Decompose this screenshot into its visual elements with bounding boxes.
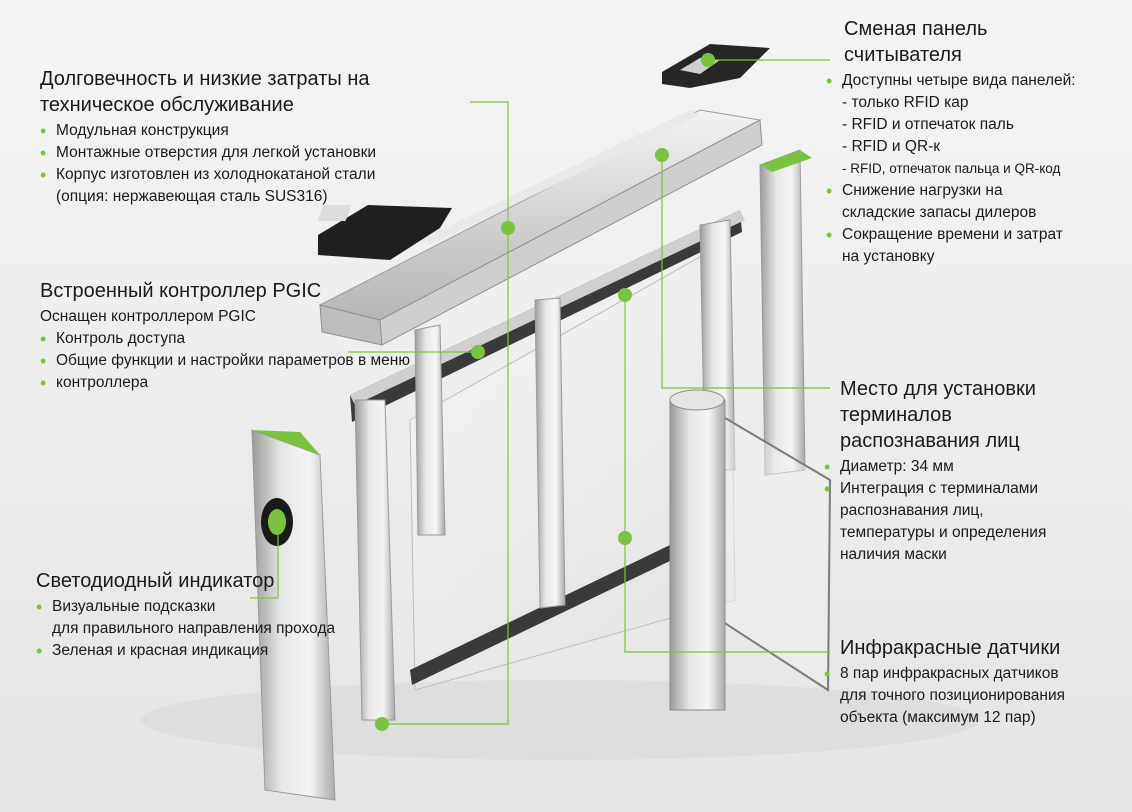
- callout-reader-list: Доступны четыре вида панелей: - только R…: [826, 70, 1076, 268]
- list-item: объекта (максимум 12 пар): [840, 709, 1036, 726]
- top-lid: [318, 109, 763, 346]
- marker-dots: [271, 53, 715, 731]
- callout-controller-title: Встроенный контроллер PGIC: [40, 280, 322, 302]
- callout-reader: Сменая панель считывателя Доступны четыр…: [826, 16, 1076, 268]
- list-item: наличия маски: [840, 546, 947, 563]
- callout-led: Светодиодный индикатор Визуальные подска…: [36, 568, 335, 662]
- callout-controller: Встроенный контроллер PGIC Оснащен контр…: [40, 278, 410, 394]
- list-item: Диаметр: 34 мм: [824, 456, 1046, 478]
- list-item: для точного позиционирования: [840, 687, 1065, 704]
- list-item: Снижение нагрузки на: [826, 180, 1076, 202]
- list-item: распознавания лиц,: [840, 502, 984, 519]
- list-item: - только RFID кар: [842, 94, 969, 111]
- leader-infrared: [624, 295, 830, 653]
- list-item: для правильного направления прохода: [52, 620, 336, 637]
- list-item: Зеленая и красная индикация: [36, 640, 335, 662]
- callout-reader-title: Сменая панель считывателя: [844, 18, 988, 66]
- wing-gate: [669, 389, 832, 711]
- dot-lid: [501, 221, 515, 235]
- list-item: температуры и определения: [840, 524, 1047, 541]
- list-item: - RFID и отпечаток паль: [842, 116, 1014, 133]
- dot-frame-bottom: [618, 531, 632, 545]
- reader-panel-on-lid: [317, 205, 452, 260]
- list-item: Монтажные отверстия для легкой установки: [40, 142, 376, 164]
- leader-durability: [382, 101, 509, 725]
- callout-infrared: Инфракрасные датчики 8 пар инфракрасных …: [824, 635, 1065, 729]
- callout-durability-title: Долговечность и низкие затраты на технич…: [40, 68, 370, 116]
- callout-infrared-title: Инфракрасные датчики: [840, 637, 1061, 659]
- list-item: Корпус изготовлен из холоднокатаной стал…: [40, 164, 376, 186]
- list-item: (опция: нержавеющая сталь SUS316): [56, 188, 328, 205]
- callout-durability-list: Модульная конструкция Монтажные отверсти…: [40, 120, 376, 208]
- callout-face: Место для установки терминалов распознав…: [824, 376, 1046, 566]
- list-item: Модульная конструкция: [40, 120, 376, 142]
- list-item: Интеграция с терминалами: [824, 478, 1046, 500]
- list-item: Оснащен контроллером PGIC: [40, 308, 256, 325]
- reader-panel-exploded: [662, 44, 770, 88]
- callout-face-title: Место для установки терминалов распознав…: [840, 378, 1036, 452]
- list-item: складские запасы дилеров: [842, 204, 1037, 221]
- list-item: - RFID, отпечаток пальца и QR-код: [842, 161, 1061, 176]
- list-item: Сокращение времени и затрат: [826, 224, 1076, 246]
- right-column: [759, 149, 812, 476]
- leader-reader-lid: [661, 155, 830, 389]
- list-item: контроллера: [40, 372, 410, 394]
- callout-controller-list: Оснащен контроллером PGIC Контроль досту…: [40, 306, 410, 394]
- list-item: Визуальные подсказки: [36, 596, 335, 618]
- dot-base: [375, 717, 389, 731]
- list-item: на установку: [842, 248, 935, 265]
- list-item: 8 пар инфракрасных датчиков: [824, 663, 1065, 685]
- dot-frame-top: [618, 288, 632, 302]
- list-item: Доступны четыре вида панелей:: [826, 70, 1076, 92]
- list-item: - RFID и QR-к: [842, 138, 941, 155]
- callout-durability: Долговечность и низкие затраты на технич…: [40, 66, 376, 208]
- callout-led-list: Визуальные подсказки для правильного нап…: [36, 596, 335, 662]
- list-item: Общие функции и настройки параметров в м…: [40, 350, 410, 372]
- list-item: Контроль доступа: [40, 328, 410, 350]
- callout-infrared-list: 8 пар инфракрасных датчиков для точного …: [824, 663, 1065, 729]
- dot-led: [271, 515, 285, 529]
- floor-shadow: [140, 680, 980, 760]
- dot-reader-panel: [701, 53, 715, 67]
- dot-lid-reader: [655, 148, 669, 162]
- callout-face-list: Диаметр: 34 мм Интеграция с терминалами …: [824, 456, 1046, 566]
- callout-led-title: Светодиодный индикатор: [36, 570, 275, 592]
- dot-controller: [471, 345, 485, 359]
- leader-lines: [250, 59, 830, 725]
